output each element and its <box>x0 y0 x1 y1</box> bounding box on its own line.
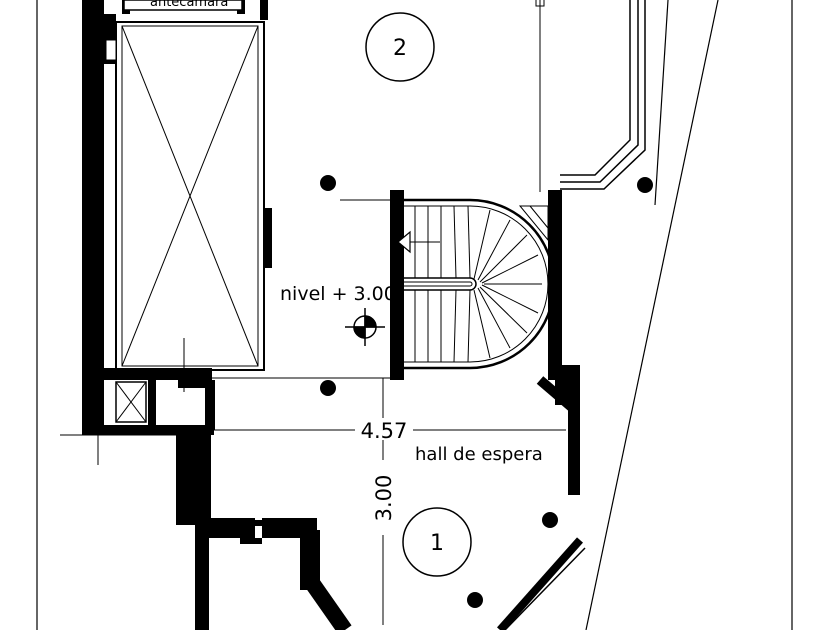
axis-lines <box>60 0 541 465</box>
dimensions <box>214 378 566 625</box>
antecamara-box: antecamara <box>123 0 243 11</box>
walls <box>82 0 580 630</box>
room-2-label: 2 <box>393 36 407 61</box>
staircase <box>397 198 556 370</box>
shaft <box>105 21 265 423</box>
level-marker-icon <box>345 308 385 346</box>
room-tag-1: 1 <box>402 507 472 577</box>
room-tag-2: 2 <box>365 12 435 82</box>
antecamara-label: antecamara <box>150 0 228 10</box>
diagonal-walls <box>303 376 586 630</box>
dimension-height: 3.00 <box>372 475 396 522</box>
level-label: nivel + 3.00 <box>280 283 396 305</box>
property-boundary <box>585 0 719 630</box>
columns <box>320 175 653 608</box>
room-1-label: 1 <box>430 531 444 556</box>
dimension-width: 4.57 <box>361 419 408 443</box>
sheet-frame <box>36 0 793 630</box>
top-mark <box>535 0 545 7</box>
door-marks <box>240 520 262 544</box>
bay-window <box>560 0 646 190</box>
hall-label: hall de espera <box>415 444 543 465</box>
